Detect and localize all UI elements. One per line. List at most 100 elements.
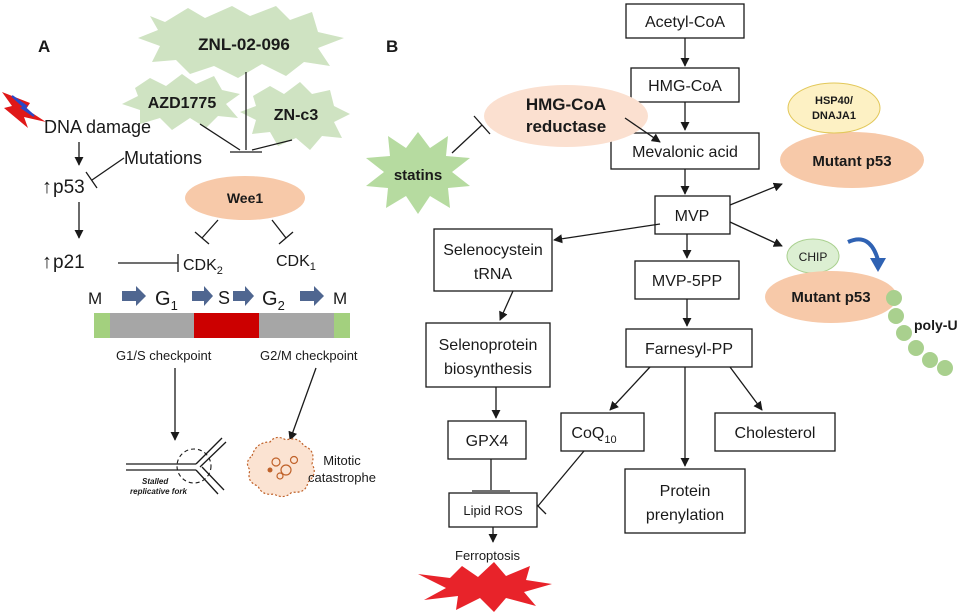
phase-g2: G2 — [262, 288, 285, 313]
azd-inhibit-line — [199, 123, 241, 151]
fork-label-2: replicative fork — [130, 487, 187, 496]
hsp40-ellipse — [787, 82, 881, 134]
wee1-cdk2-line — [201, 219, 219, 239]
ub-bead-5 — [922, 352, 938, 368]
ub-bead-6 — [937, 360, 953, 376]
mvp-label: MVP — [675, 208, 710, 225]
mutant-p53-hsp-label: Mutant p53 — [812, 153, 891, 170]
ferroptosis-burst — [418, 562, 552, 612]
mvp5pp-label: MVP-5PP — [652, 273, 722, 290]
arrow-mvp-seleno — [553, 223, 661, 244]
azd1775-label: AZD1775 — [148, 95, 217, 112]
ub-bead-1 — [886, 290, 902, 306]
phase-arrow-2 — [192, 286, 213, 306]
statins-burst — [366, 132, 470, 214]
statins-inhibit-bar — [473, 115, 491, 135]
phase-g1: G1 — [155, 288, 178, 313]
statins-inhibit-line — [451, 124, 483, 154]
bar-g1 — [110, 313, 194, 338]
bar-m-left — [94, 313, 110, 338]
node-gpx4 — [447, 420, 527, 460]
node-mevalonic-acid — [610, 132, 760, 170]
gpx4-label: GPX4 — [466, 433, 509, 450]
mevalonic-label: Mevalonic acid — [632, 144, 738, 161]
poly-ub-chain — [886, 290, 953, 376]
acetyl-coa-label: Acetyl-CoA — [645, 14, 725, 31]
wee1-cdk1-line — [271, 219, 287, 239]
p53-up-arrow: ↑ — [42, 176, 52, 198]
node-protein-prenylation — [624, 468, 746, 534]
phase-arrow-1 — [122, 286, 146, 306]
phase-arrow-4 — [300, 286, 324, 306]
arrow-seleno-biosynth — [499, 290, 514, 321]
mitotic-label-1: Mitotic — [323, 453, 361, 468]
mutations-label: Mutations — [124, 148, 202, 168]
zn-c3-burst: ZN-c3 — [240, 82, 350, 150]
node-farnesyl-pp — [625, 328, 753, 368]
mutations-inhibit-line — [91, 157, 125, 181]
node-selenoprotein-biosynthesis — [425, 322, 551, 388]
mutant-p53-hsp-ellipse — [780, 132, 924, 188]
hmgcr-ellipse — [484, 85, 648, 147]
bar-m-right — [334, 313, 350, 338]
farnesyl-label: Farnesyl-PP — [645, 341, 733, 358]
wee1-cdk2-bar — [194, 231, 210, 245]
selenoprotein-label-1: Selenoprotein — [439, 337, 538, 354]
arrow-farnesyl-coq — [609, 366, 651, 411]
ub-bead-4 — [908, 340, 924, 356]
phase-arrows — [122, 286, 324, 306]
coq10-inhibit-line — [537, 450, 585, 507]
mutant-p53-chip-ellipse — [765, 271, 897, 323]
cholesterol-label: Cholesterol — [735, 425, 816, 442]
cdk2-label: CDK2 — [183, 257, 223, 277]
panel-a-label: A — [38, 37, 50, 56]
g2m-checkpoint-label: G2/M checkpoint — [260, 348, 358, 363]
lipid-ros-label: Lipid ROS — [463, 503, 523, 518]
arrow-mvp-hsp — [729, 182, 783, 206]
arrow-farnesyl-cholesterol — [729, 366, 763, 411]
znc3-inhibit-line — [251, 139, 293, 151]
znl-02-096-label: ZNL-02-096 — [198, 35, 290, 54]
ub-bead-2 — [888, 308, 904, 324]
p21-up-arrow: ↑ — [42, 251, 52, 273]
fork-label-1: Stalled — [142, 477, 169, 486]
mitotic-label-2: catastrophe — [308, 470, 376, 485]
phase-arrow-3 — [233, 286, 254, 306]
hmgcr-label-1: HMG-CoA — [526, 95, 606, 114]
hmg-coa-label: HMG-CoA — [648, 78, 722, 95]
arrow-mvp-chip — [729, 221, 783, 247]
selenoprotein-label-2: biosynthesis — [444, 361, 532, 378]
node-hmg-coa — [630, 67, 740, 103]
prenylation-label-1: Protein — [660, 483, 711, 500]
g1s-checkpoint-label: G1/S checkpoint — [116, 348, 212, 363]
arrow-hmgcr-mevalonic — [624, 117, 661, 143]
mitotic-cell-icon — [246, 436, 315, 498]
prenylation-label-2: prenylation — [646, 507, 724, 524]
hsp40-label-2: DNAJA1 — [812, 110, 856, 122]
chip-label: CHIP — [799, 250, 828, 264]
arrow-g2m-catastrophe — [288, 367, 317, 441]
ubiquitination-curve — [847, 237, 880, 261]
p21-label: p21 — [53, 252, 85, 273]
bar-g2 — [259, 313, 334, 338]
mutations-inhibit-bar — [85, 171, 98, 189]
hmgcr-label-2: reductase — [526, 117, 606, 136]
seleno-trna-label-2: tRNA — [474, 266, 513, 283]
phase-m-end: M — [333, 289, 347, 308]
dna-damage-label: DNA damage — [44, 117, 151, 137]
lightning-outline-icon — [11, 95, 35, 117]
ub-bead-3 — [896, 325, 912, 341]
azd1775-burst: AZD1775 — [122, 74, 240, 130]
node-coq10 — [560, 412, 645, 452]
bar-s — [194, 313, 259, 338]
node-lipid-ros — [448, 492, 538, 528]
hsp40-label-1: HSP40/ — [815, 95, 853, 107]
panel-b-label: B — [386, 37, 398, 56]
stalled-fork-icon — [126, 437, 227, 495]
ubiquitination-curve-head — [870, 258, 886, 272]
statins-label: statins — [394, 167, 442, 184]
zn-c3-label: ZN-c3 — [274, 107, 319, 124]
ferroptosis-label: Ferroptosis — [455, 548, 521, 563]
